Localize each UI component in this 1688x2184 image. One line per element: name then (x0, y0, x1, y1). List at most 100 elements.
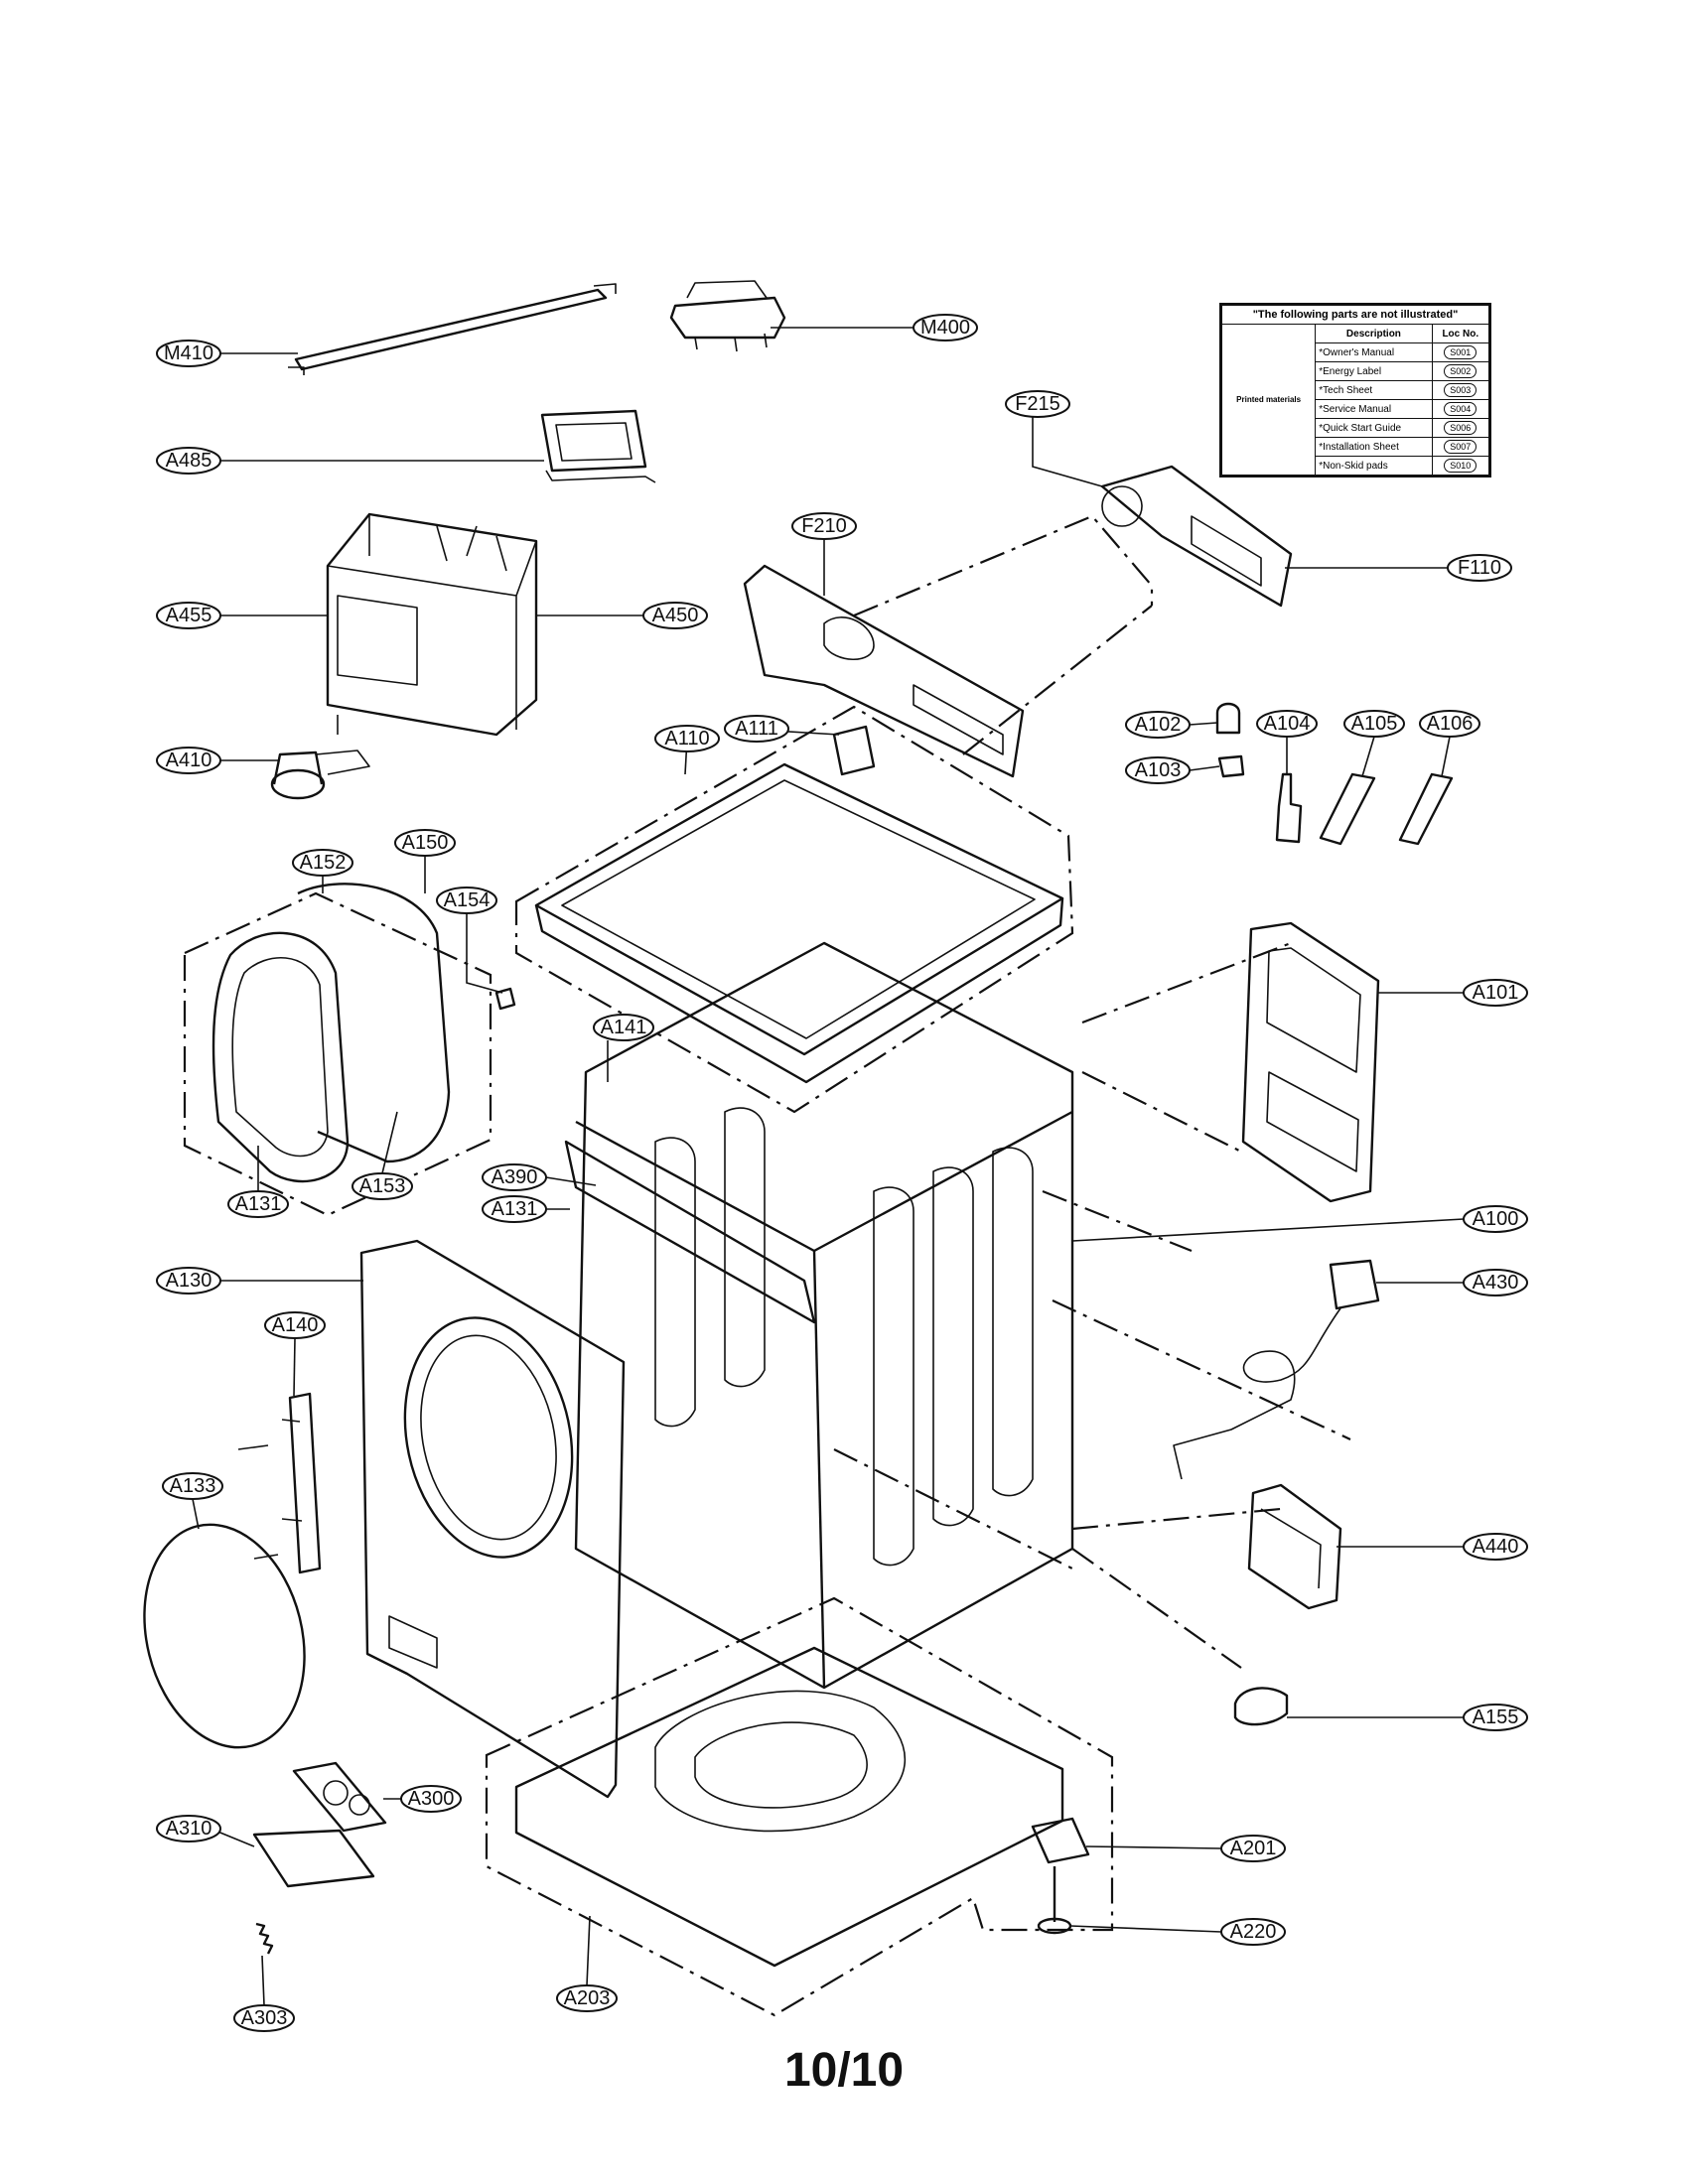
callout-a310: A310 (156, 1815, 221, 1843)
callout-a300: A300 (400, 1785, 462, 1813)
table-caption: "The following parts are not illustrated… (1220, 304, 1490, 325)
callout-a440-text: A440 (1473, 1536, 1519, 1558)
callout-a220-text: A220 (1230, 1921, 1277, 1943)
callout-a106-text: A106 (1427, 713, 1474, 735)
callout-a201: A201 (1220, 1835, 1286, 1862)
callout-a133: A133 (162, 1472, 223, 1500)
callout-a131-side-text: A131 (492, 1198, 538, 1220)
callout-a105: A105 (1343, 710, 1405, 738)
callout-a450-text: A450 (652, 605, 699, 626)
a450-a455-pcb-part (326, 512, 538, 737)
callout-a203-text: A203 (564, 1987, 611, 2009)
table-cell-description: *Service Manual (1315, 399, 1433, 419)
callout-a110: A110 (654, 725, 720, 752)
callout-a201-text: A201 (1230, 1838, 1277, 1859)
page-number: 10/10 (783, 2044, 905, 2097)
a203-base-frame-part (514, 1646, 1064, 1968)
callout-a455-text: A455 (166, 605, 212, 626)
callout-a105-text: A105 (1351, 713, 1398, 735)
a110-top-plate-part (534, 762, 1064, 1084)
callout-a133-text: A133 (170, 1475, 216, 1497)
table-group-label: Printed materials (1219, 324, 1317, 477)
callout-a155-text: A155 (1473, 1706, 1519, 1728)
callout-a131-door-text: A131 (235, 1193, 282, 1215)
callout-a103: A103 (1125, 756, 1191, 784)
callout-f210-text: F210 (801, 515, 847, 537)
callout-a410: A410 (156, 747, 221, 774)
a103-part (1217, 754, 1245, 778)
callout-a100: A100 (1463, 1205, 1528, 1233)
callout-a102: A102 (1125, 711, 1191, 739)
callout-a430: A430 (1463, 1269, 1528, 1297)
callout-f215: F215 (1005, 390, 1070, 418)
callout-a303-text: A303 (241, 2007, 288, 2029)
callout-a140: A140 (264, 1311, 326, 1339)
callout-m400: M400 (913, 314, 978, 341)
callout-f210: F210 (791, 512, 857, 540)
table-cell-description: *Non-Skid pads (1315, 456, 1433, 477)
callout-a154-text: A154 (444, 889, 491, 911)
a100-cabinet-part (574, 941, 1074, 1690)
a300-a310-access-cover-part (252, 1761, 387, 1888)
a130-front-panel-part (359, 1239, 626, 1799)
callout-a103-text: A103 (1135, 759, 1182, 781)
top-plate-group-outline (514, 705, 1074, 1114)
callout-a455: A455 (156, 602, 221, 629)
leader-lines (192, 327, 1465, 2006)
callout-a154: A154 (436, 887, 497, 914)
a155-cap-part (1233, 1687, 1289, 1726)
callout-a111: A111 (724, 715, 789, 743)
callout-a104: A104 (1256, 710, 1318, 738)
a485-part (540, 409, 656, 483)
a201-a220-foot-part (1031, 1817, 1090, 1935)
a111-part (832, 725, 876, 776)
callout-a130-text: A130 (166, 1270, 212, 1292)
a106-damper-part (1398, 772, 1454, 846)
callout-a152-text: A152 (300, 852, 347, 874)
callout-a110-text: A110 (664, 728, 709, 750)
callout-a101: A101 (1463, 979, 1528, 1007)
table-cell-loc: S001 (1444, 345, 1477, 359)
a303-spring-part (255, 1922, 274, 1955)
callout-m410: M410 (156, 340, 221, 367)
callout-a153-text: A153 (359, 1175, 406, 1197)
callout-f110: F110 (1447, 554, 1512, 582)
f110-pcb-part (1100, 465, 1293, 608)
callout-a141: A141 (593, 1014, 654, 1041)
callout-a150-text: A150 (402, 832, 449, 854)
table-cell-loc: S004 (1444, 402, 1477, 416)
callout-a390-text: A390 (492, 1166, 538, 1188)
callout-f215-text: F215 (1015, 393, 1060, 415)
a150-door-part (211, 883, 451, 1183)
base-frame-group-outline (485, 1596, 1114, 2017)
a133-gasket-ring-part (143, 1523, 306, 1749)
a104-shock-part (1275, 772, 1303, 844)
callout-a410-text: A410 (166, 750, 212, 771)
a154-part (494, 987, 516, 1011)
callout-a141-text: A141 (601, 1017, 647, 1038)
table-header-description: Description (1315, 324, 1433, 343)
door-group-outline (183, 891, 492, 1217)
a105-damper-part (1319, 772, 1376, 846)
a390-brace-part (564, 1140, 816, 1324)
a101-back-panel-part (1241, 921, 1380, 1203)
table-cell-loc: S010 (1444, 459, 1477, 473)
callout-a101-text: A101 (1473, 982, 1519, 1004)
callout-m400-text: M400 (920, 317, 970, 339)
table-cell-loc: S002 (1444, 364, 1477, 378)
callout-a310-text: A310 (166, 1818, 212, 1840)
callout-a106: A106 (1419, 710, 1480, 738)
m400-part (669, 280, 786, 352)
callout-a104-text: A104 (1264, 713, 1311, 735)
table-cell-description: *Installation Sheet (1315, 437, 1433, 457)
table-cell-description: *Owner's Manual (1315, 342, 1433, 362)
a140-hinge-part (237, 1392, 322, 1574)
a102-part (1215, 702, 1241, 735)
not-illustrated-parts-table: "The following parts are not illustrated… (1219, 303, 1491, 478)
table-cell-loc: S003 (1444, 383, 1477, 397)
callout-a150: A150 (394, 829, 456, 857)
